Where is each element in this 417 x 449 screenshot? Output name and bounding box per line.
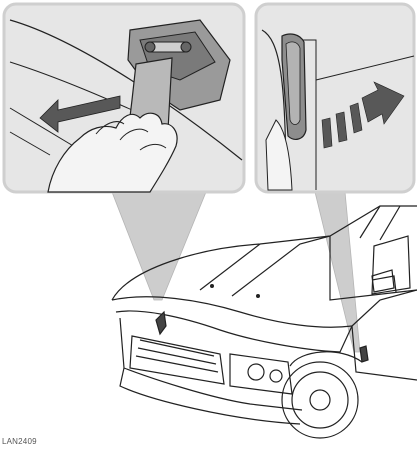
callout-wedge-pillar — [315, 192, 360, 352]
hood-release-panel — [4, 4, 244, 192]
pillar-release-panel — [256, 4, 414, 192]
figure-reference-code: LAN2409 — [2, 437, 37, 446]
wheel-icon — [282, 362, 358, 438]
